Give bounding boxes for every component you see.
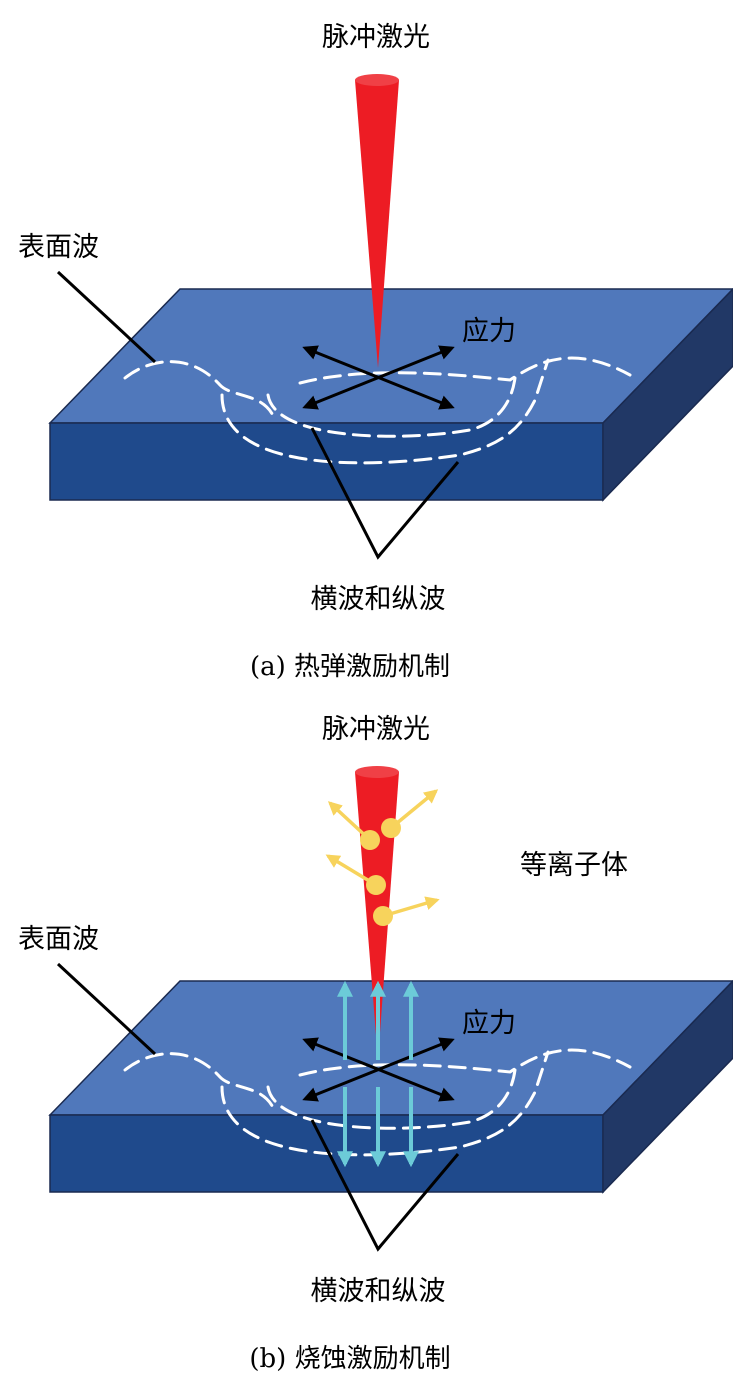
plasma-label: 等离子体 [520,850,628,881]
bulk-wave-label: 横波和纵波 [311,1276,446,1307]
stress-arrow-icon [302,1037,455,1102]
transverse-wave-curve [266,1068,517,1130]
plasma-particle [360,830,380,850]
stress-arrow-icon [302,345,455,410]
laser-beam-top [355,766,399,778]
stress-label: 应力 [462,316,516,347]
laser-label: 脉冲激光 [322,22,430,53]
laser-beam-top [355,74,399,86]
surface-wave-leader [56,270,157,364]
panel-caption: (b) 烧蚀激励机制 [249,1344,450,1374]
bulk-wave-leader [310,427,460,560]
laser-beam [355,80,399,368]
transverse-wave-curve [266,376,517,438]
plasma-particle [373,906,393,926]
panel-caption: (a) 热弹激励机制 [250,652,450,682]
laser-label: 脉冲激光 [322,714,430,745]
block-side-face [602,979,733,1194]
plasma-particle [366,875,386,895]
bulk-wave-leader [310,1119,460,1252]
block-side-face [602,287,733,502]
stress-label: 应力 [462,1008,516,1039]
surface-wave-label: 表面波 [18,232,99,263]
surface-wave-label: 表面波 [18,924,99,955]
plasma-particle [381,818,401,838]
longitudinal-wave-curve [220,358,550,465]
bulk-wave-label: 横波和纵波 [311,584,446,615]
surface-wave-leader [56,962,157,1056]
